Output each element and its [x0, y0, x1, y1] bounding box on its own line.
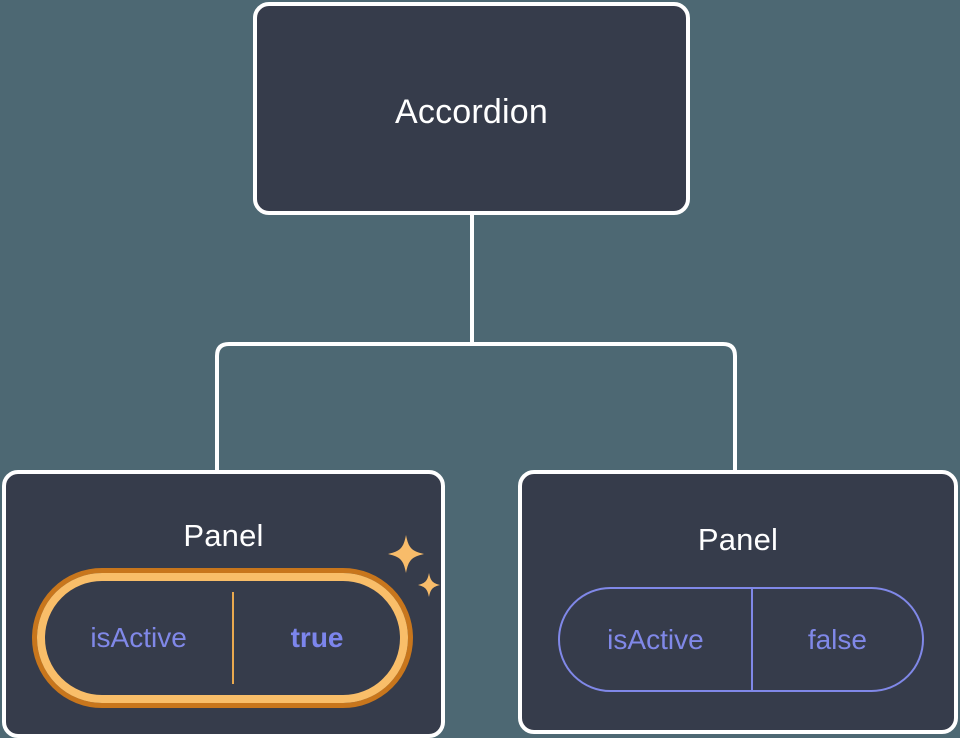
- prop-pill-key-inactive: isActive: [607, 623, 704, 655]
- prop-pill-divider-inactive: [750, 589, 753, 690]
- prop-pill-active-wrapper[interactable]: isActive true: [32, 568, 413, 708]
- prop-pill-value-active: true: [290, 622, 344, 653]
- tree-node-accordion[interactable]: Accordion: [253, 2, 690, 215]
- prop-pill-highlight-ring-outer: [32, 568, 413, 708]
- prop-pill-value-inactive: false: [807, 623, 867, 655]
- connector-branch-bus: [215, 342, 737, 470]
- prop-pill-key-active: isActive: [90, 622, 187, 653]
- node-label-panel-inactive: Panel: [697, 522, 779, 557]
- prop-pill-highlight-ring-inner: isActive true: [37, 573, 408, 703]
- prop-pill-divider-active: [232, 592, 235, 684]
- node-label-accordion: Accordion: [395, 93, 548, 131]
- node-label-panel-active: Panel: [183, 518, 264, 553]
- prop-pill-inactive[interactable]: isActive false: [558, 587, 924, 692]
